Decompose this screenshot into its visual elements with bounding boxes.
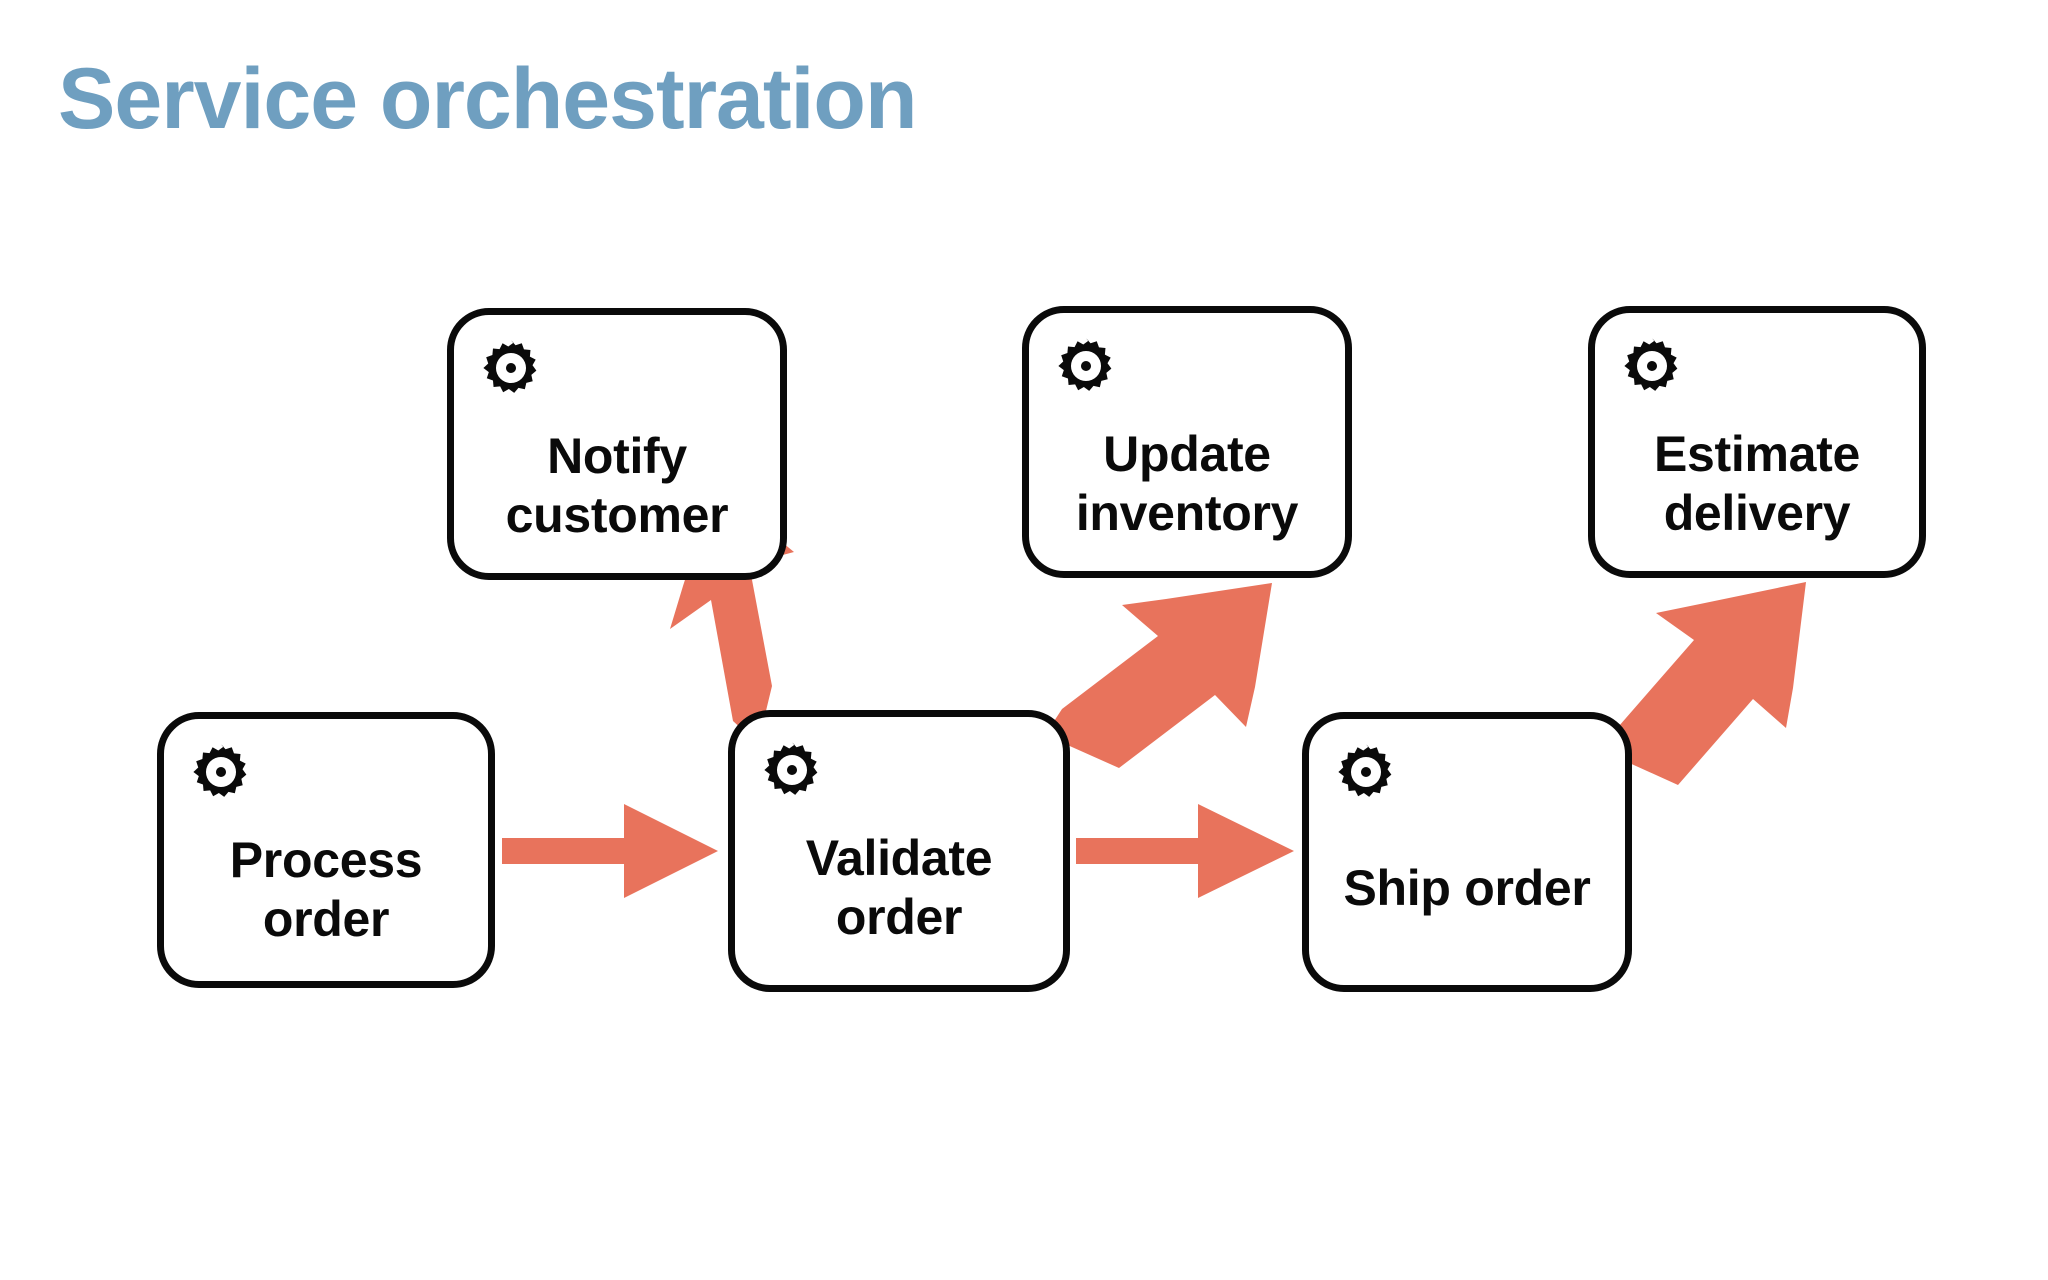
service-node-process-order[interactable]: Process order — [157, 712, 495, 988]
service-node-label: Process order — [164, 831, 488, 949]
service-node-update-inventory[interactable]: Update inventory — [1022, 306, 1352, 578]
service-node-label: Update inventory — [1029, 425, 1345, 543]
service-node-label-line2: inventory — [1075, 485, 1299, 541]
gear-icon — [190, 741, 252, 803]
service-node-label: Ship order — [1309, 859, 1625, 918]
arrow-validate-to-ship — [1076, 804, 1294, 898]
service-node-label: Notify customer — [454, 427, 780, 545]
gear-icon — [761, 739, 823, 801]
service-node-label: Estimate delivery — [1595, 425, 1919, 543]
service-node-notify-customer[interactable]: Notify customer — [447, 308, 787, 580]
service-node-ship-order[interactable]: Ship order — [1302, 712, 1632, 992]
service-node-label: Validate order — [735, 829, 1063, 947]
service-node-label-line2: delivery — [1663, 485, 1851, 541]
service-node-validate-order[interactable]: Validate order — [728, 710, 1070, 992]
gear-icon — [1335, 741, 1397, 803]
arrow-ship-to-estimate-delivery — [1605, 582, 1806, 785]
page-title: Service orchestration — [58, 51, 917, 147]
gear-icon — [1621, 335, 1683, 397]
service-node-label-line1: Process — [229, 832, 423, 888]
service-node-label-line1: Ship order — [1343, 860, 1591, 916]
gear-icon — [480, 337, 542, 399]
service-node-label-line2: order — [835, 889, 963, 945]
service-node-label-line1: Notify — [547, 428, 687, 484]
service-node-label-line1: Validate — [805, 830, 993, 886]
service-node-estimate-delivery[interactable]: Estimate delivery — [1588, 306, 1926, 578]
gear-icon — [1055, 335, 1117, 397]
arrow-process-to-validate — [502, 804, 718, 898]
arrow-validate-to-update-inventory — [1045, 583, 1272, 768]
service-node-label-line1: Estimate — [1653, 426, 1861, 482]
service-node-label-line2: order — [262, 891, 390, 947]
service-node-label-line2: customer — [505, 487, 729, 543]
service-node-label-line1: Update — [1103, 426, 1271, 482]
